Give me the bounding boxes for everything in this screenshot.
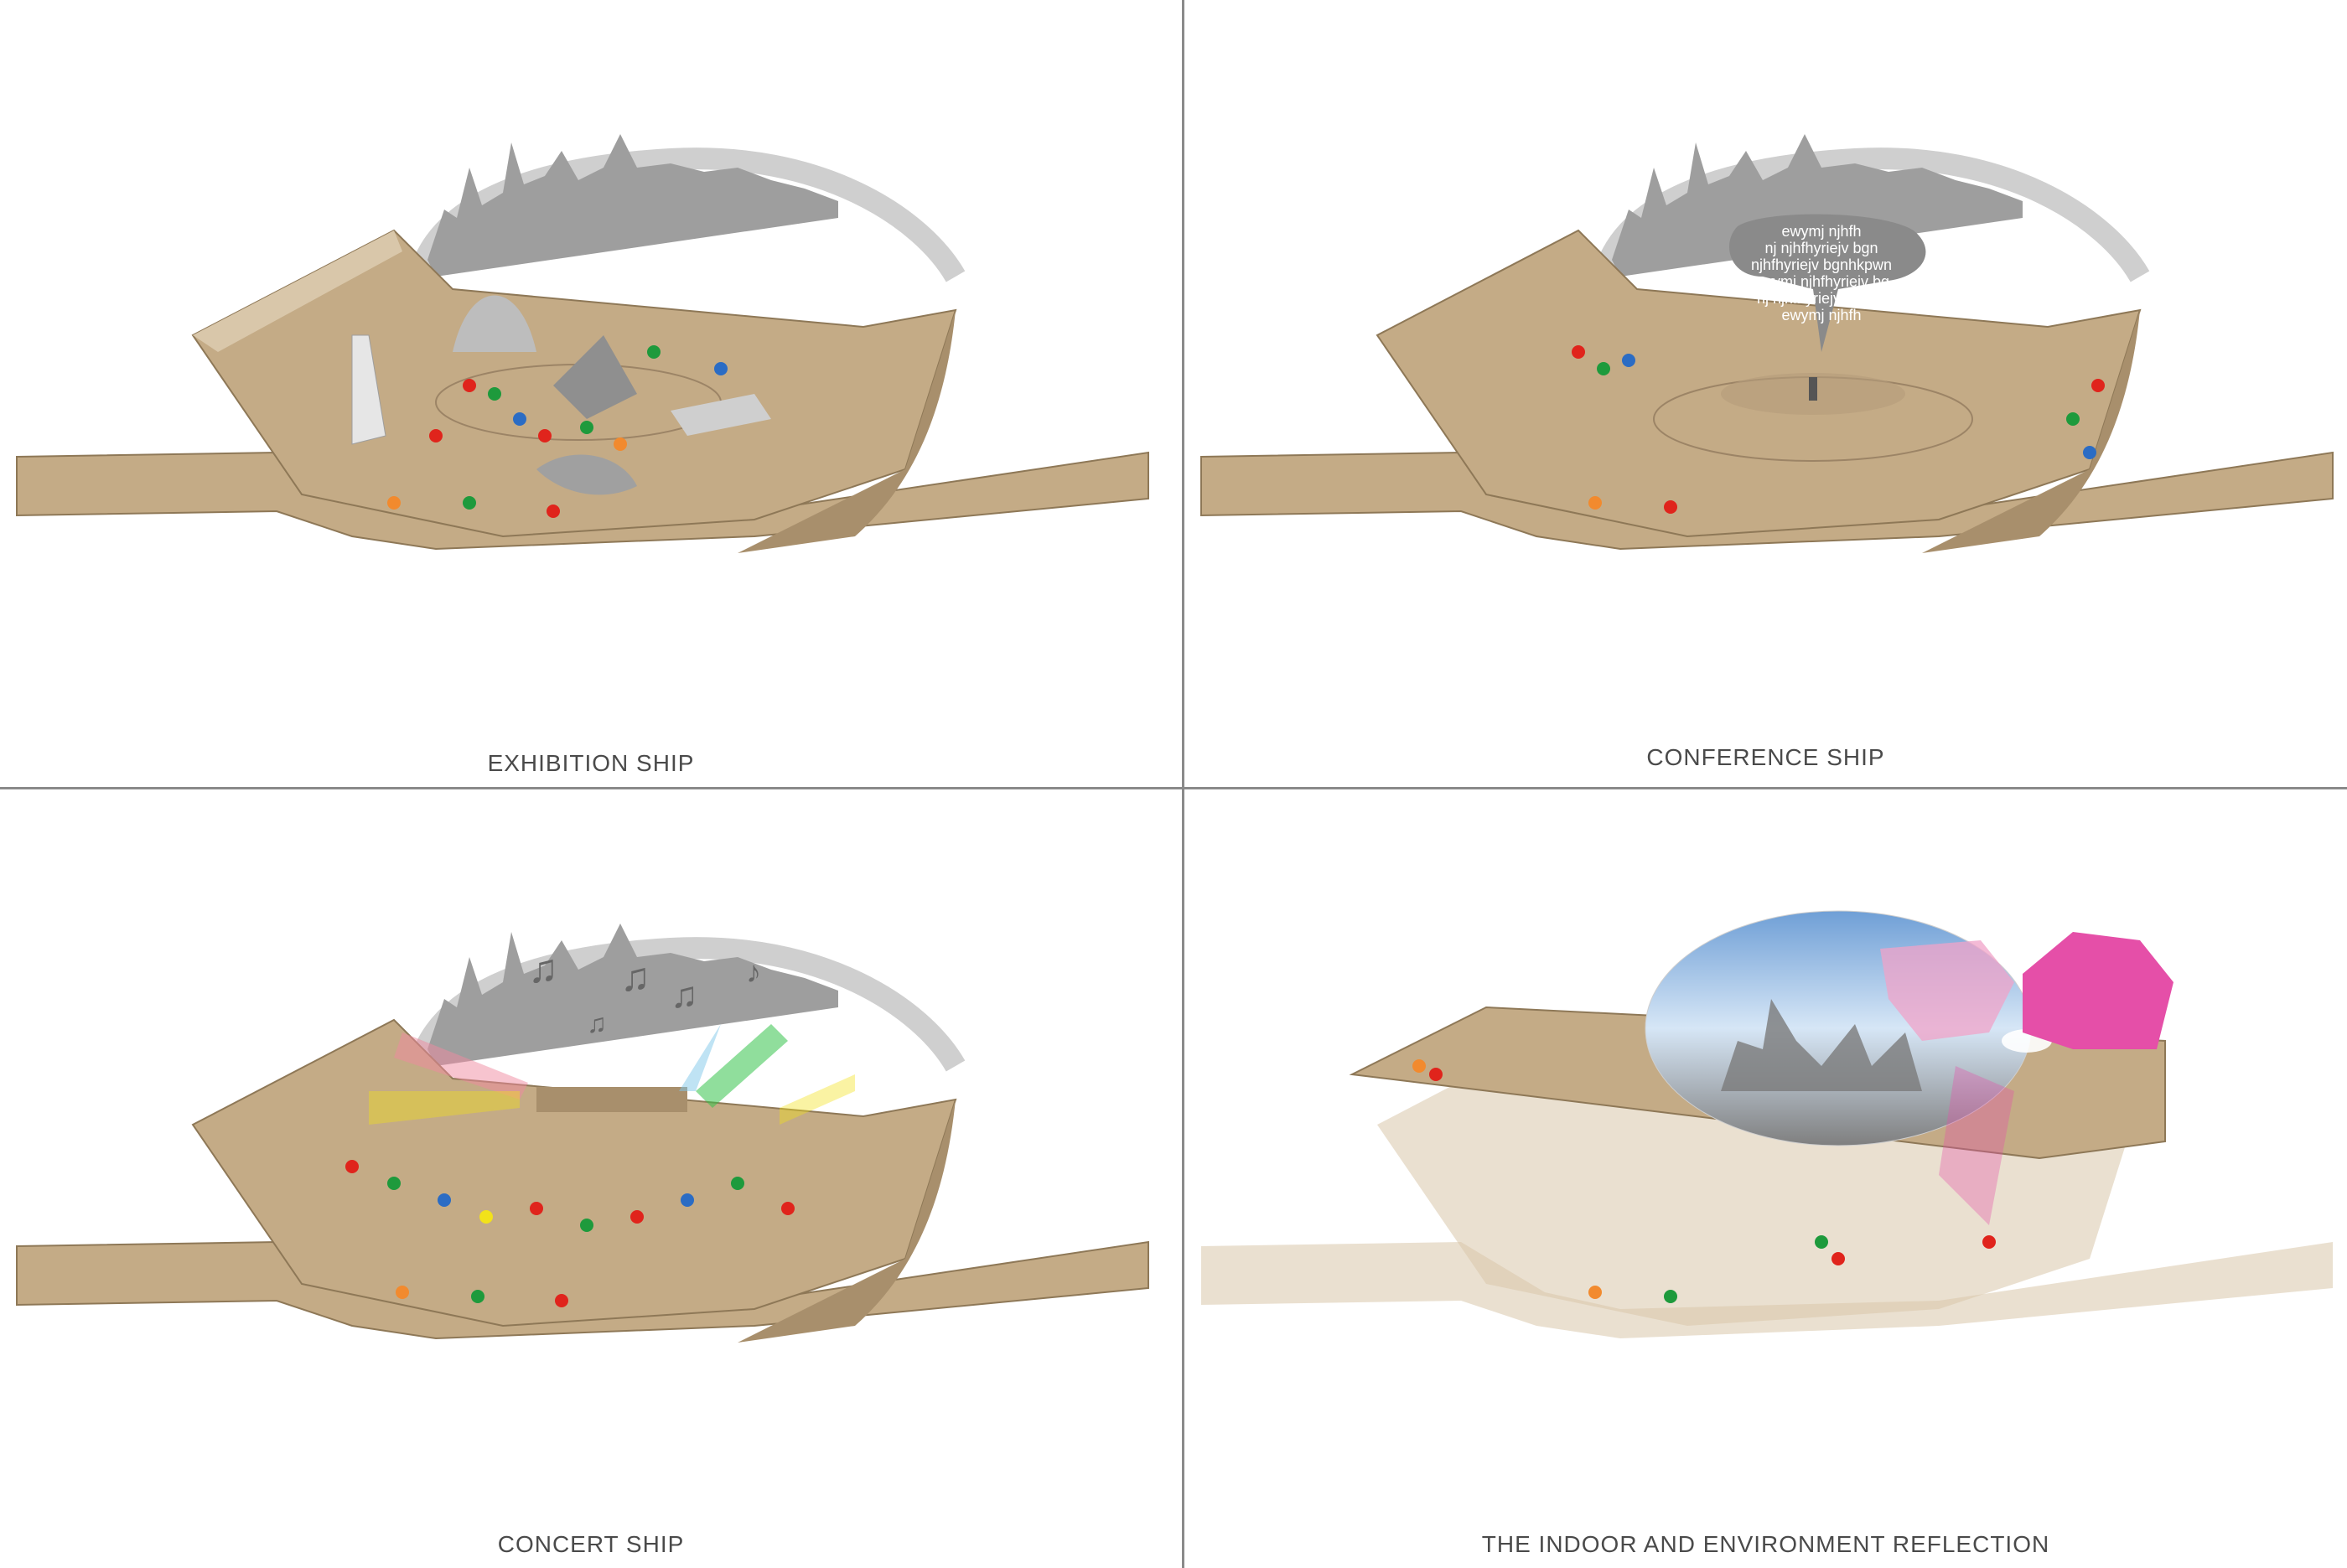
ship-scene: ♫ ♫ ♫ ♪ ♫ — [16, 924, 1149, 1343]
concert-stage — [536, 1087, 687, 1112]
person — [1664, 1290, 1677, 1303]
music-note-icon: ♫ — [671, 975, 698, 1016]
sculpture-shell — [453, 295, 536, 352]
ship-hull-wall — [738, 310, 956, 553]
sculpture-boat — [671, 394, 771, 436]
panel-caption: THE INDOOR AND ENVIRONMENT REFLECTION — [1481, 1531, 2050, 1557]
stage-light-yellow — [780, 1074, 855, 1125]
person — [1815, 1235, 1828, 1249]
speech-bubble — [1729, 214, 1926, 352]
stage-light-yellow — [369, 1091, 520, 1125]
person — [1572, 345, 1585, 359]
speech-bubble-line: nj njhfhyriejv bgnhk — [1757, 290, 1887, 307]
panel-caption: EXHIBITION SHIP — [487, 750, 695, 776]
music-note-icon: ♫ — [587, 1008, 607, 1038]
ship-scene — [1201, 910, 2333, 1338]
person — [1664, 500, 1677, 514]
city-skyline — [427, 924, 838, 1066]
crowd — [345, 1160, 795, 1307]
stage-light-blue — [679, 1024, 721, 1091]
speech-bubble-line: ewymj njhfhyriejv bg — [1754, 273, 1889, 290]
person — [345, 1160, 359, 1173]
person — [513, 412, 526, 426]
person — [555, 1294, 568, 1307]
person — [1597, 362, 1610, 375]
reflection-illustration — [1201, 910, 2333, 1338]
audience — [1572, 345, 2105, 514]
concert-ship-illustration: ♫ ♫ ♫ ♪ ♫ — [16, 924, 1149, 1343]
sculpture-fish — [536, 454, 637, 495]
person — [538, 429, 552, 442]
reflected-skyline — [1721, 999, 1922, 1091]
music-note-icon: ♫ — [620, 955, 650, 1000]
person — [714, 362, 728, 375]
music-note-icon: ♪ — [746, 955, 761, 989]
person — [614, 437, 627, 451]
person — [479, 1210, 493, 1224]
rhino-reflection — [1880, 940, 2014, 1041]
person — [488, 387, 501, 401]
person — [681, 1193, 694, 1207]
ship-scene — [16, 134, 1149, 553]
pink-light-beam — [1939, 1066, 2014, 1225]
speaker-figure — [1809, 377, 1817, 401]
rhino-sculpture — [2023, 932, 2173, 1049]
horizontal-divider — [0, 787, 2347, 789]
person — [731, 1177, 744, 1190]
person — [1429, 1068, 1443, 1081]
stage-light-red — [394, 1032, 528, 1100]
person — [396, 1286, 409, 1299]
stage-light-green — [696, 1024, 788, 1108]
speech-bubble-line: ewymj njhfh — [1781, 307, 1861, 323]
exhibition-ship-illustration — [16, 134, 1149, 553]
person — [387, 1177, 401, 1190]
person — [1588, 1286, 1602, 1299]
sculpture-spiral — [553, 335, 637, 419]
person — [1831, 1252, 1845, 1265]
person — [463, 496, 476, 510]
person — [438, 1193, 451, 1207]
panel-conference-ship: ewymj njhfh nj njhfhyriejv bgn njhfhyrie… — [1184, 0, 2347, 787]
ship-scene: ewymj njhfh nj njhfhyriejv bgn njhfhyrie… — [1200, 134, 2334, 553]
person — [580, 1219, 593, 1232]
person — [1588, 496, 1602, 510]
person — [2083, 446, 2096, 459]
speech-bubble-line: nj njhfhyriejv bgn — [1764, 240, 1878, 256]
person — [1982, 1235, 1996, 1249]
panel-caption: CONCERT SHIP — [497, 1531, 685, 1557]
city-skyline — [427, 134, 838, 277]
person — [547, 505, 560, 518]
ship-deck — [191, 1018, 957, 1327]
city-skyline — [1612, 134, 2023, 277]
speech-bubble-line: njhfhyriejv bgnhkpwn — [1751, 256, 1892, 273]
ship-hull-wall — [1922, 310, 2140, 553]
panel-concert-ship: ♫ ♫ ♫ ♪ ♫ CONCERT SHIP — [0, 789, 1182, 1568]
panel-exhibition-ship: EXHIBITION SHIP — [0, 0, 1182, 787]
panel-indoor-environment-reflection: THE INDOOR AND ENVIRONMENT REFLECTION — [1184, 789, 2347, 1568]
panel-caption: CONFERENCE SHIP — [1646, 744, 1885, 770]
person — [530, 1202, 543, 1215]
person — [471, 1290, 484, 1303]
crowd — [387, 345, 728, 518]
person — [429, 429, 443, 442]
crowd — [1412, 1059, 1996, 1303]
person — [2066, 412, 2080, 426]
ship-bow — [193, 230, 402, 352]
person — [647, 345, 661, 359]
music-note-icon: ♫ — [528, 947, 558, 991]
person — [463, 379, 476, 392]
person — [630, 1210, 644, 1224]
ship-hull-wall — [738, 1100, 956, 1343]
person — [387, 496, 401, 510]
person — [1622, 354, 1635, 367]
vertical-divider — [1182, 0, 1184, 1568]
person — [2091, 379, 2105, 392]
person — [1412, 1059, 1426, 1073]
person — [781, 1202, 795, 1215]
person — [580, 421, 593, 434]
speech-bubble-line: ewymj njhfh — [1781, 223, 1861, 240]
sculpture-bottle — [351, 334, 386, 445]
conference-ship-illustration: ewymj njhfh nj njhfhyriejv bgn njhfhyrie… — [1200, 134, 2334, 553]
